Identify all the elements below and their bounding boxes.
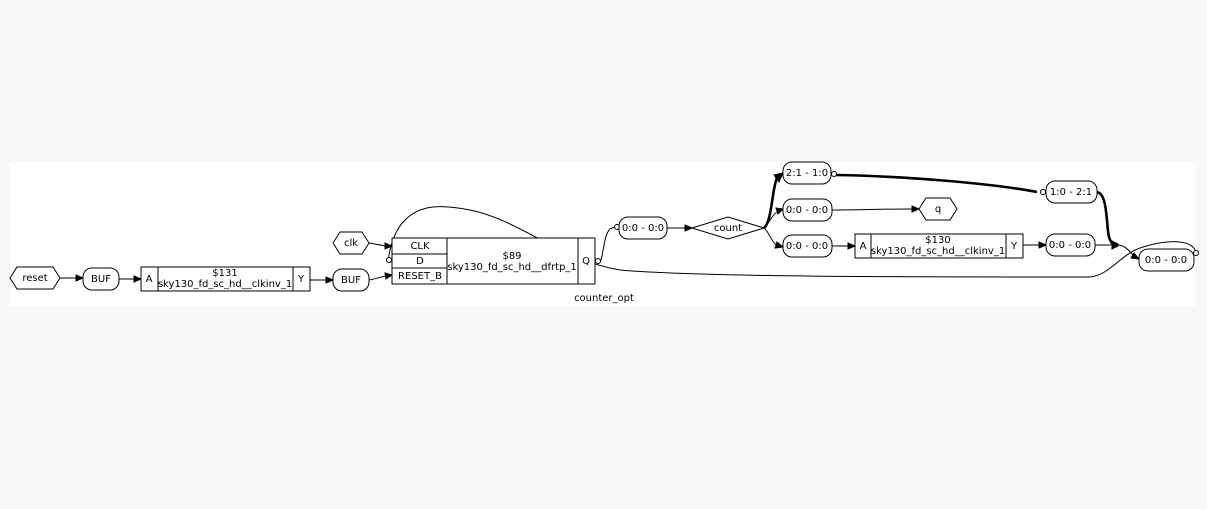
net-count-label: count: [714, 223, 742, 234]
port-q: q: [918, 197, 958, 221]
slice-to-q-label: 0:0 - 0:0: [786, 205, 828, 216]
wire-feedback-d: [387, 206, 1197, 278]
arrow-count-sinv: [774, 241, 785, 249]
dot-feedback-out: [1193, 250, 1199, 256]
slice-inv-out-label: 0:0 - 0:0: [1049, 240, 1091, 251]
arrow-inv131-buf: [325, 276, 335, 284]
slice-inv-out: 0:0 - 0:0: [1045, 233, 1096, 257]
wires: [60, 172, 1197, 284]
arrow-count-bushi: [773, 172, 784, 184]
arrow-inv130-sout: [1038, 241, 1048, 249]
dff89-pin-clk: CLK: [410, 241, 430, 252]
cell-inv131: A $131 sky130_fd_sc_hd__clkinv_1 Y: [140, 266, 311, 292]
inv131-pin-a: A: [146, 274, 153, 285]
wire-buf-resetb: [368, 275, 387, 281]
arrow-sq-q: [911, 205, 921, 213]
inv130-type: sky130_fd_sc_hd__clkinv_1: [871, 246, 1005, 257]
arrow-reset-buf: [75, 274, 85, 282]
port-reset: reset: [9, 266, 61, 290]
slice-feedback-label: 0:0 - 0:0: [1145, 255, 1187, 266]
port-q-label: q: [935, 204, 941, 215]
wire-bushi-busmid: [835, 173, 1038, 194]
dff89-type: sky130_fd_sc_hd__dfrtp_1: [447, 262, 577, 273]
slice-bus-hi-label: 2:1 - 1:0: [786, 168, 828, 179]
buffer-reset-label: BUF: [91, 274, 111, 285]
buffer-resetb-label: BUF: [341, 275, 361, 286]
arrow-clk-dff: [384, 242, 394, 250]
cell-inv130: A $130 sky130_fd_sc_hd__clkinv_1 Y: [854, 233, 1024, 259]
slice-feedback: 0:0 - 0:0: [1138, 248, 1195, 272]
slice-to-q: 0:0 - 0:0: [782, 198, 833, 222]
dff89-pin-d: D: [416, 256, 424, 267]
wire-sq-q: [831, 208, 914, 211]
inv131-id: $131: [212, 268, 237, 279]
slice-bus-mid: 1:0 - 2:1: [1045, 180, 1098, 204]
dot-q-output: [595, 258, 601, 264]
inv131-pin-y: Y: [297, 274, 305, 285]
dff89-pin-q: Q: [582, 256, 590, 267]
inv130-id: $130: [925, 235, 950, 246]
port-reset-label: reset: [22, 273, 47, 284]
port-clk-label: clk: [344, 238, 358, 249]
buffer-reset: BUF: [82, 267, 120, 291]
dff89-pin-resetb: RESET_B: [398, 271, 442, 282]
arrow-merge-feedback: [1130, 252, 1141, 260]
slice-q-out: 0:0 - 0:0: [618, 216, 668, 240]
inv130-pin-y: Y: [1010, 241, 1018, 252]
slice-bus-hi: 2:1 - 1:0: [782, 161, 832, 185]
slice-to-inv: 0:0 - 0:0: [782, 234, 833, 258]
wire-count-sq: [763, 211, 778, 229]
merge-junction: [1113, 242, 1119, 248]
diagram-title: counter_opt: [574, 293, 634, 304]
cell-dff89: CLK D RESET_B $89 sky130_fd_sc_hd__dfrtp…: [391, 237, 596, 285]
buffer-resetb: BUF: [332, 268, 370, 292]
dot-bus-hi-out: [831, 171, 837, 177]
dot-bus-mid-in: [1040, 189, 1046, 195]
arrow-sinv-inv130: [847, 242, 857, 250]
inv131-type: sky130_fd_sc_hd__clkinv_1: [158, 279, 292, 290]
inv130-pin-a: A: [860, 241, 867, 252]
arrow-slice-count: [684, 224, 694, 232]
dot-d-input: [386, 257, 392, 263]
port-clk: clk: [332, 231, 370, 255]
arrow-buf-resetb: [384, 272, 394, 280]
slice-q-out-label: 0:0 - 0:0: [622, 223, 664, 234]
slice-to-inv-label: 0:0 - 0:0: [786, 241, 828, 252]
wire-count-sinv: [763, 227, 778, 246]
arrow-buf-inv131: [133, 275, 143, 283]
net-count: count: [690, 216, 766, 240]
slice-bus-mid-label: 1:0 - 2:1: [1050, 187, 1092, 198]
arrow-count-sq: [775, 207, 785, 215]
dff89-id: $89: [502, 251, 521, 262]
